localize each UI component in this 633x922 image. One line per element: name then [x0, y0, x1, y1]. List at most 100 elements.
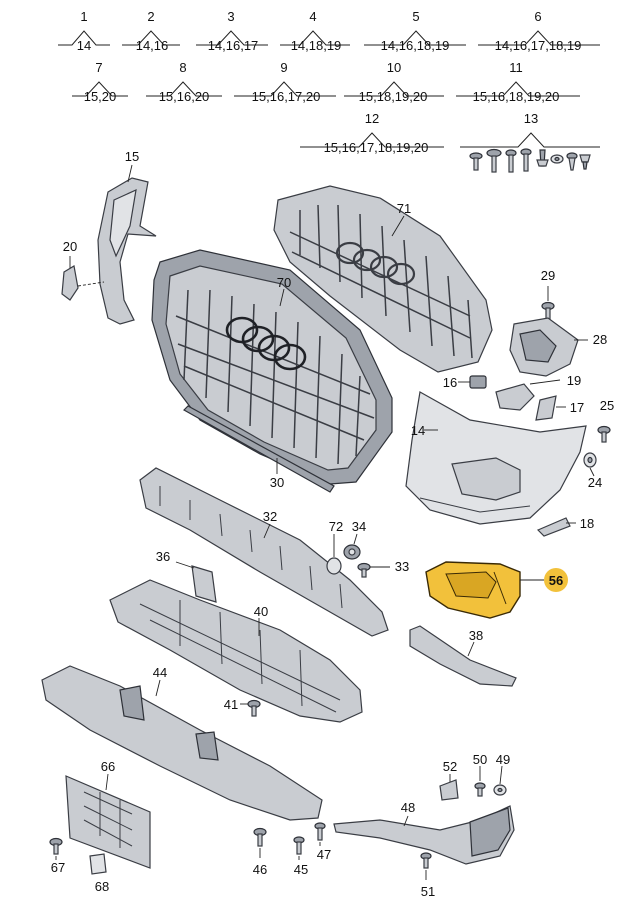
legend-group-6: 6 14,16,17,18,19: [478, 9, 600, 53]
legend-refs: 14,16,17,18,19: [495, 38, 582, 53]
legend-number: 1: [80, 9, 87, 24]
clip-72: 72: [326, 519, 343, 575]
reflector-18: 18: [536, 516, 594, 537]
license-plate-bracket-66: 66: [65, 759, 151, 869]
callout-52: 52: [443, 759, 457, 774]
legend-number: 12: [365, 111, 379, 126]
legend-number: 11: [509, 60, 523, 75]
callout-47: 47: [317, 847, 331, 862]
callout-38: 38: [469, 628, 483, 643]
legend-number: 2: [147, 9, 154, 24]
callout-24: 24: [588, 475, 602, 490]
callout-20: 20: [63, 239, 77, 254]
callout-44: 44: [153, 665, 167, 680]
legend-brace: [456, 81, 580, 97]
legend-group-1: 1 14: [58, 9, 110, 53]
lower-carrier-32: 32: [139, 467, 389, 637]
diffuser-48: 48: [333, 800, 515, 865]
mount-bracket-28: 28: [509, 317, 607, 377]
screw-50: 50: [473, 752, 487, 797]
screw-29: 29: [541, 268, 555, 323]
fog-lamp-trim-56: 56: [425, 561, 568, 619]
callout-17: 17: [570, 400, 584, 415]
callout-51: 51: [421, 884, 435, 899]
legend-group-4: 4 14,18,19: [280, 9, 350, 53]
legend-group-12: 12 15,16,17,18,19,20: [300, 111, 444, 155]
legend-group-11: 11 15,16,18,19,20: [456, 60, 580, 104]
callout-46: 46: [253, 862, 267, 877]
legend-brace: [300, 132, 444, 148]
screw-41: 41: [224, 697, 261, 717]
callout-33: 33: [395, 559, 409, 574]
legend-brace: [196, 30, 268, 46]
legend-refs: 15,16,20: [159, 89, 210, 104]
bumper-cover-14: 14: [405, 391, 587, 525]
callout-36: 36: [156, 549, 170, 564]
trim-strip-30: 30: [183, 405, 335, 493]
nut-24: 24: [583, 452, 602, 490]
callout-30: 30: [270, 475, 284, 490]
legend-number: 10: [387, 60, 401, 75]
legend-refs: 15,16,17,18,19,20: [324, 140, 429, 155]
legend-refs: 14,16: [136, 38, 169, 53]
callout-49: 49: [496, 752, 510, 767]
callout-67: 67: [51, 860, 65, 875]
legend-refs: 14: [77, 38, 91, 53]
screw-icon: [505, 149, 517, 173]
legend-brace: [280, 30, 350, 46]
grommet-34: 34: [343, 519, 366, 560]
legend-number: 7: [95, 60, 102, 75]
clip-16: 16: [443, 375, 487, 390]
callout-56: 56: [549, 573, 563, 588]
cover-36: 36: [156, 549, 217, 603]
legend-brace: [58, 30, 110, 46]
screw-45: 45: [293, 836, 308, 877]
clip-nut-68: 68: [89, 853, 109, 894]
callout-19: 19: [567, 373, 581, 388]
screw-47: 47: [314, 822, 331, 862]
nut-49: 49: [493, 752, 510, 796]
legend-brace: [344, 81, 444, 97]
screw-51: 51: [420, 852, 435, 899]
underride-guard-44: 44: [41, 665, 323, 821]
legend-group-2: 2 14,16: [122, 9, 180, 53]
legend-number: 4: [309, 9, 316, 24]
expanding-clip-icon: [579, 154, 591, 170]
legend-brace: [234, 81, 336, 97]
callout-66: 66: [101, 759, 115, 774]
side-trim-15: 15: [97, 149, 157, 325]
legend-number: 3: [227, 9, 234, 24]
legend-number: 6: [534, 9, 541, 24]
legend-group-8: 8 15,16,20: [146, 60, 222, 104]
callout-28: 28: [593, 332, 607, 347]
callout-34: 34: [352, 519, 366, 534]
legend-group-10: 10 15,18,19,20: [344, 60, 444, 104]
legend-refs: 14,16,18,19: [381, 38, 450, 53]
screw-25: 25: [597, 398, 614, 443]
push-pin-icon: [566, 152, 578, 171]
screw-icon: [469, 152, 483, 171]
clip-icon: [536, 149, 549, 167]
callout-50: 50: [473, 752, 487, 767]
legend-brace: [364, 30, 466, 46]
legend-refs: 15,18,19,20: [359, 89, 428, 104]
legend-brace: [146, 81, 222, 97]
underbody-panel-40: 40: [109, 579, 363, 723]
fastener-set: [469, 148, 591, 173]
callout-70: 70: [277, 275, 291, 290]
legend-brace: [478, 30, 600, 46]
callout-71: 71: [397, 201, 411, 216]
callout-48: 48: [401, 800, 415, 815]
legend-number: 5: [412, 9, 419, 24]
legend-number: 8: [179, 60, 186, 75]
callout-16: 16: [443, 375, 457, 390]
callout-41: 41: [224, 697, 238, 712]
cover-17: 17: [535, 395, 584, 421]
legend-refs: 15,20: [84, 89, 117, 104]
callout-14: 14: [411, 423, 425, 438]
screw-46: 46: [253, 827, 267, 877]
legend-refs: 14,16,17: [208, 38, 259, 53]
callout-29: 29: [541, 268, 555, 283]
